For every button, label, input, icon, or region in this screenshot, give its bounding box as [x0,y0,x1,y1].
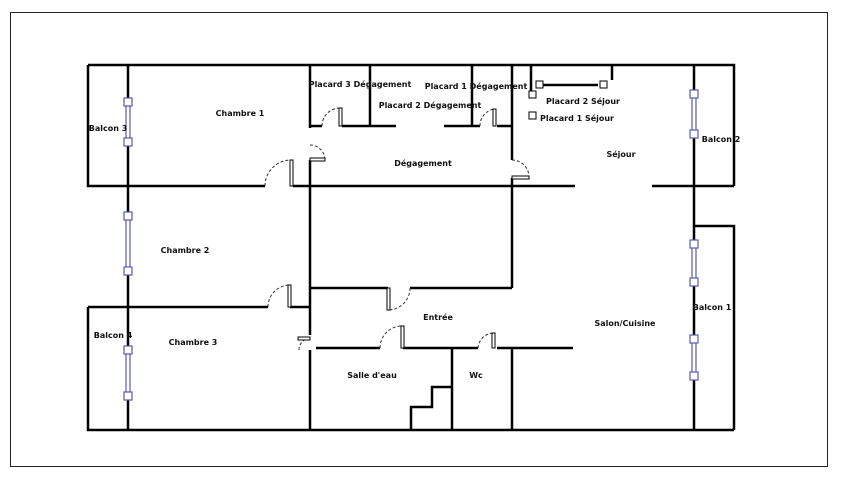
label-salle-d-eau: Salle d'eau [347,371,397,380]
label-balcon-2: Balcon 2 [702,135,741,144]
label-chambre-1: Chambre 1 [216,109,265,118]
label-placard-1-degagement: Placard 1 Dégagement [425,81,528,91]
label-degagement: Dégagement [394,158,452,168]
label-balcon-3: Balcon 3 [89,124,128,133]
label-placard-1-sejour: Placard 1 Séjour [540,113,614,123]
label-sejour: Séjour [606,149,635,159]
plan-frame [10,12,828,467]
windows [123,80,699,401]
doors [264,107,530,351]
label-placard-3-degagement: Placard 3 Dégagement [309,79,412,89]
label-chambre-2: Chambre 2 [161,246,210,255]
label-salon-cuisine: Salon/Cuisine [595,319,657,328]
label-balcon-4: Balcon 4 [94,331,133,340]
label-entree: Entrée [423,312,453,322]
label-placard-2-sejour: Placard 2 Séjour [546,96,620,106]
label-placard-2-degagement: Placard 2 Dégagement [379,100,482,110]
label-balcon-1: Balcon 1 [693,303,732,312]
room-labels: Chambre 1 Balcon 3 Placard 3 Dégagement … [89,79,741,380]
label-chambre-3: Chambre 3 [169,338,218,347]
label-wc: Wc [469,371,483,380]
